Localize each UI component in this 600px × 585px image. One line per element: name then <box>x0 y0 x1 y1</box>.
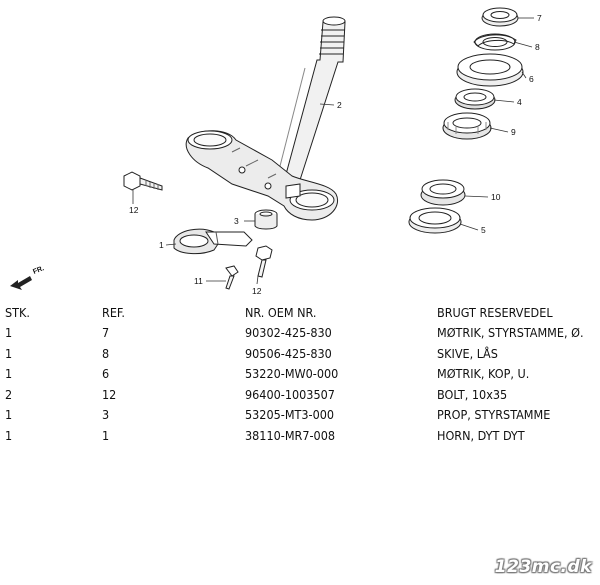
column-header-description: BRUGT RESERVEDEL <box>437 304 553 320</box>
cell-description: SKIVE, LÅS <box>437 345 498 361</box>
bolt-part <box>255 245 273 278</box>
stem-nut-part <box>481 7 519 27</box>
callout-1: 1 <box>159 240 164 250</box>
callout-8: 8 <box>535 42 540 52</box>
cell-ref: 8 <box>102 345 110 361</box>
front-direction-label: FR. <box>32 265 45 276</box>
small-bolt-part <box>225 265 239 290</box>
callout-12: 12 <box>252 286 262 296</box>
lock-washer-part <box>473 33 517 51</box>
column-header-part-number: NR. OEM NR. <box>245 304 317 320</box>
cell-ref: 3 <box>102 407 110 423</box>
cell-quantity: 1 <box>5 345 13 361</box>
callout-5: 5 <box>481 225 486 235</box>
cell-description: MØTRIK, STYRSTAMME, Ø. <box>437 325 584 341</box>
cell-description: BOLT, 10x35 <box>437 386 508 402</box>
cell-part-number: 90302-425-830 <box>245 325 332 341</box>
column-header-quantity: STK. <box>5 304 30 320</box>
cell-quantity: 2 <box>5 386 13 402</box>
leader-lines <box>132 17 534 285</box>
callout-2: 2 <box>337 100 342 110</box>
cell-part-number: 38110-MR7-008 <box>245 427 336 443</box>
lower-bearing-part <box>420 179 466 206</box>
cell-part-number: 53220-MW0-000 <box>245 366 339 382</box>
dust-seal-part <box>454 88 496 110</box>
cell-quantity: 1 <box>5 325 13 341</box>
steering-stem-part <box>278 16 346 181</box>
table-row: 1 1 38110-MR7-008 HORN, DYT DYT <box>0 425 600 446</box>
cell-part-number: 90506-425-830 <box>245 345 332 361</box>
callout-12: 12 <box>129 205 139 215</box>
callout-4: 4 <box>517 97 522 107</box>
bolt-part <box>123 171 163 191</box>
cell-quantity: 1 <box>5 366 13 382</box>
cell-ref: 6 <box>102 366 110 382</box>
lower-seal-part <box>408 207 462 234</box>
table-row: 1 7 90302-425-830 MØTRIK, STYRSTAMME, Ø. <box>0 323 600 344</box>
front-direction-arrow-icon <box>10 276 32 290</box>
upper-bearing-part <box>442 112 492 140</box>
cell-ref: 7 <box>102 325 110 341</box>
column-header-ref: REF. <box>102 304 125 320</box>
cell-description: PROP, STYRSTAMME <box>437 407 551 423</box>
cell-ref: 1 <box>102 427 110 443</box>
table-row: 2 12 96400-1003507 BOLT, 10x35 <box>0 384 600 405</box>
callout-11: 11 <box>194 276 203 286</box>
callout-9: 9 <box>511 127 516 137</box>
site-watermark: 123mc.dk <box>494 557 592 577</box>
parts-table: STK. REF. NR. OEM NR. BRUGT RESERVEDEL 1… <box>0 302 600 446</box>
cell-part-number: 96400-1003507 <box>245 386 335 402</box>
cell-description: MØTRIK, KOP, U. <box>437 366 530 382</box>
cell-part-number: 53205-MT3-000 <box>245 407 335 423</box>
table-header-row: STK. REF. NR. OEM NR. BRUGT RESERVEDEL <box>0 302 600 323</box>
callout-7: 7 <box>537 13 542 23</box>
cup-nut-part <box>456 53 524 87</box>
callout-6: 6 <box>529 74 534 84</box>
callout-3: 3 <box>234 216 239 226</box>
fork-bridge-part <box>185 130 338 221</box>
cell-quantity: 1 <box>5 427 13 443</box>
exploded-parts-diagram: 7 8 6 4 9 2 10 5 12 3 1 11 12 FR. <box>10 7 542 296</box>
cell-quantity: 1 <box>5 407 13 423</box>
horn-part <box>173 228 253 255</box>
callout-labels: 7 8 6 4 9 2 10 5 12 3 1 11 12 FR. <box>32 13 542 296</box>
cell-description: HORN, DYT DYT <box>437 427 525 443</box>
table-row: 1 6 53220-MW0-000 MØTRIK, KOP, U. <box>0 364 600 385</box>
callout-10: 10 <box>491 192 501 202</box>
stem-plug-part <box>254 209 278 230</box>
cell-ref: 12 <box>102 386 117 402</box>
table-row: 1 3 53205-MT3-000 PROP, STYRSTAMME <box>0 405 600 426</box>
table-row: 1 8 90506-425-830 SKIVE, LÅS <box>0 343 600 364</box>
